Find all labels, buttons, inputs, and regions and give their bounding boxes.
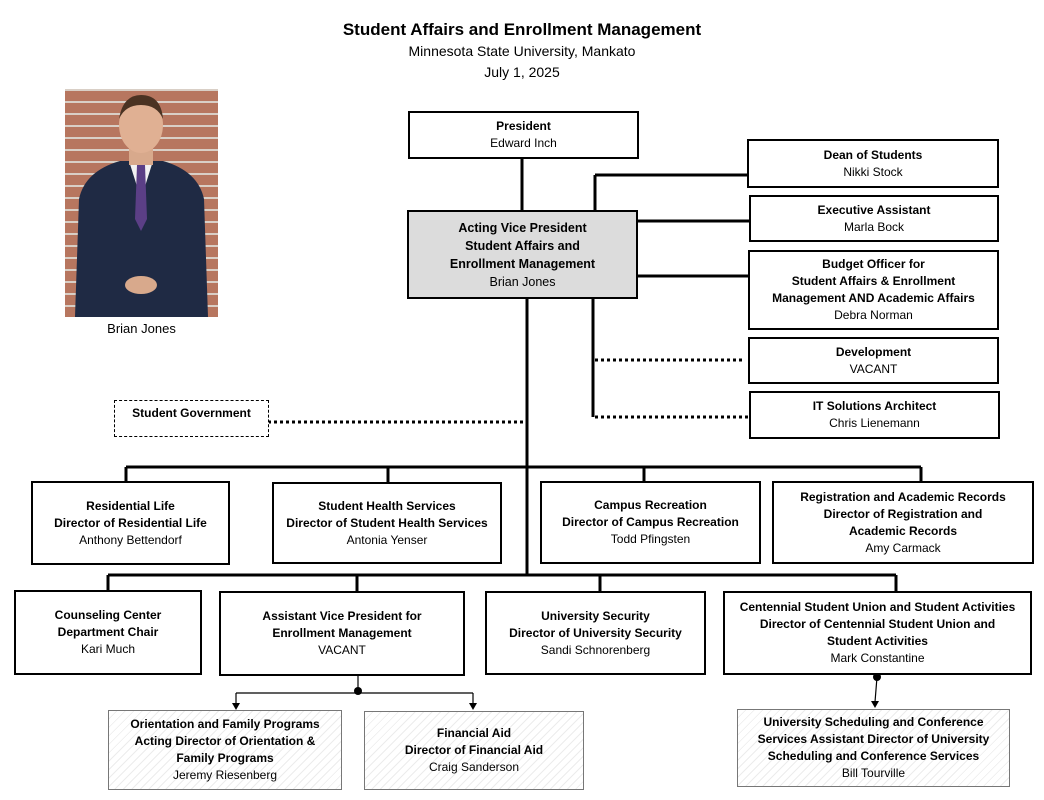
president-box: President Edward Inch <box>408 111 639 159</box>
budget-title-line2: Student Affairs & Enrollment <box>791 274 956 288</box>
res-life-title: Director of Residential Life <box>54 515 207 530</box>
avp-title-line2: Enrollment Management <box>272 626 412 640</box>
student-health-box: Student Health Services Director of Stud… <box>272 482 502 564</box>
counseling-center-box: Counseling Center Department Chair Kari … <box>14 590 202 675</box>
chart-title: Student Affairs and Enrollment Managemen… <box>342 20 702 39</box>
exec-assistant-box: Executive Assistant Marla Bock <box>749 195 999 242</box>
scheduling-title-line1: Services Assistant Director of Universit… <box>757 732 990 746</box>
campus-recreation-box: Campus Recreation Director of Campus Rec… <box>540 481 761 564</box>
avp-enrollment-box: Assistant Vice President for Enrollment … <box>219 591 465 676</box>
president-title: President <box>496 119 551 133</box>
rec-unit: Campus Recreation <box>594 498 707 512</box>
res-life-unit: Residential Life <box>86 498 175 513</box>
chart-subtitle: Minnesota State University, Mankato <box>408 43 636 59</box>
residential-life-box: Residential Life Director of Residential… <box>31 481 230 565</box>
registration-title-line2: Academic Records <box>848 523 958 538</box>
rec-title: Director of Campus Recreation <box>562 515 739 529</box>
dean-title: Dean of Students <box>823 147 923 162</box>
financial-aid-box: Financial Aid Director of Financial Aid … <box>364 711 584 790</box>
vp-title-line3: Enrollment Management <box>449 256 596 271</box>
security-title: Director of University Security <box>509 625 682 640</box>
student-government-title: Student Government <box>132 406 251 420</box>
dean-name: Nikki Stock <box>843 164 903 179</box>
president-name: Edward Inch <box>490 136 557 150</box>
csu-name: Mark Constantine <box>830 651 925 665</box>
security-name: Sandi Schnorenberg <box>540 642 651 657</box>
orientation-unit: Orientation and Family Programs <box>130 717 320 731</box>
orientation-name: Jeremy Riesenberg <box>172 768 278 782</box>
budget-title-line1: Budget Officer for <box>822 257 925 271</box>
vp-title-line2: Student Affairs and <box>465 238 580 253</box>
csu-unit: Centennial Student Union and Student Act… <box>739 600 1016 614</box>
development-title: Development <box>835 344 912 359</box>
budget-name: Debra Norman <box>834 308 913 322</box>
portrait-photo <box>65 89 218 317</box>
chart-date: July 1, 2025 <box>484 64 560 80</box>
it-title: IT Solutions Architect <box>812 399 937 413</box>
registration-name: Amy Carmack <box>865 540 941 555</box>
finaid-title: Director of Financial Aid <box>404 743 544 757</box>
csu-title-line2: Student Activities <box>827 634 928 648</box>
finaid-unit: Financial Aid <box>436 726 512 740</box>
person-silhouette-icon <box>75 95 208 317</box>
health-title: Director of Student Health Services <box>286 515 488 530</box>
avp-title-line1: Assistant Vice President for <box>262 609 422 623</box>
scheduling-name: Bill Tourville <box>841 766 906 780</box>
health-name: Antonia Yenser <box>346 532 428 547</box>
orientation-title-line2: Family Programs <box>176 751 274 765</box>
registration-box: Registration and Academic Records Direct… <box>772 481 1034 564</box>
budget-officer-box: Budget Officer for Student Affairs & Enr… <box>748 250 999 330</box>
it-name: Chris Lienemann <box>829 416 920 430</box>
scheduling-title-line2: Scheduling and Conference Services <box>767 749 980 763</box>
exec-assistant-title: Executive Assistant <box>817 202 931 217</box>
development-name: VACANT <box>849 361 898 376</box>
university-security-box: University Security Director of Universi… <box>485 591 706 675</box>
res-life-name: Anthony Bettendorf <box>79 532 182 547</box>
counseling-title: Department Chair <box>57 625 159 639</box>
vp-name: Brian Jones <box>489 274 556 289</box>
budget-title-line3: Management AND Academic Affairs <box>772 291 975 305</box>
registration-title-line1: Director of Registration and <box>823 506 983 521</box>
counseling-name: Kari Much <box>80 642 136 656</box>
counseling-unit: Counseling Center <box>54 608 162 622</box>
it-architect-box: IT Solutions Architect Chris Lienemann <box>749 391 1000 439</box>
avp-name: VACANT <box>318 643 366 657</box>
development-box: Development VACANT <box>748 337 999 384</box>
registration-unit: Registration and Academic Records <box>800 489 1006 504</box>
scheduling-box: University Scheduling and Conference Ser… <box>737 709 1010 787</box>
student-government-box: Student Government <box>114 400 269 437</box>
photo-caption: Brian Jones <box>107 321 176 336</box>
health-unit: Student Health Services <box>318 498 456 513</box>
csu-box: Centennial Student Union and Student Act… <box>723 591 1032 675</box>
scheduling-unit: University Scheduling and Conference <box>763 715 984 729</box>
csu-title-line1: Director of Centennial Student Union and <box>759 617 996 631</box>
vp-title-line1: Acting Vice President <box>458 220 587 235</box>
orientation-box: Orientation and Family Programs Acting D… <box>108 710 342 790</box>
exec-assistant-name: Marla Bock <box>843 219 905 234</box>
rec-name: Todd Pfingsten <box>610 532 691 546</box>
finaid-name: Craig Sanderson <box>428 760 520 774</box>
vp-box: Acting Vice President Student Affairs an… <box>407 210 638 299</box>
security-unit: University Security <box>541 608 650 623</box>
orientation-title-line1: Acting Director of Orientation & <box>134 734 316 748</box>
dean-box: Dean of Students Nikki Stock <box>747 139 999 188</box>
